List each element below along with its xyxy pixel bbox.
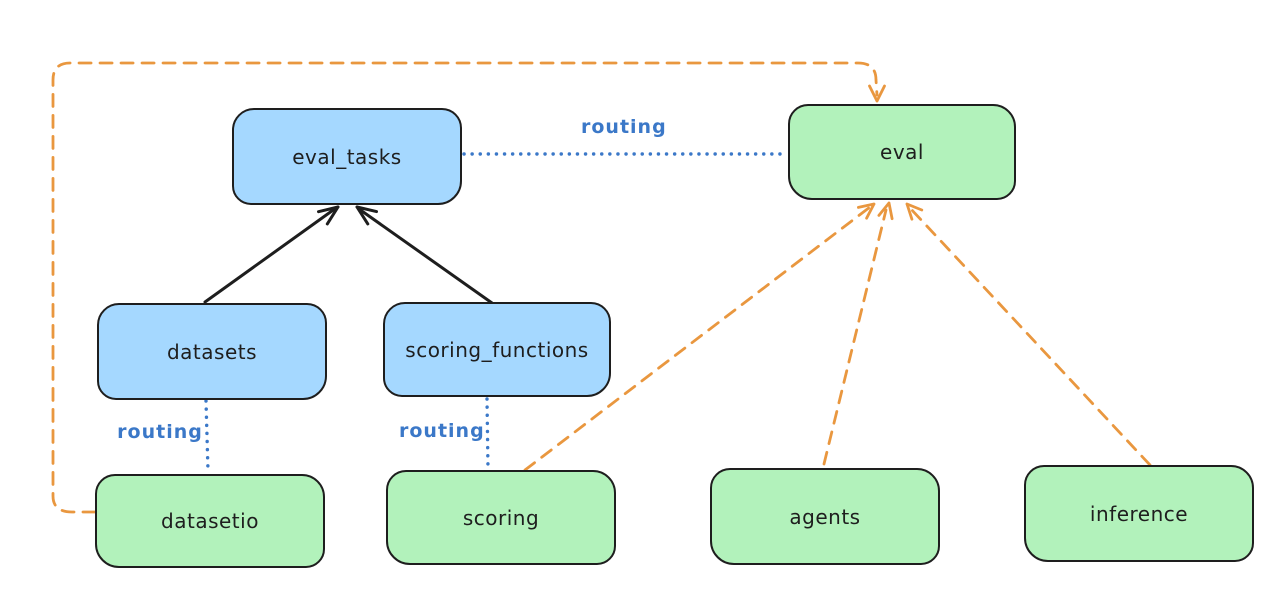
edge-line <box>908 206 1152 467</box>
node-label: scoring <box>462 505 540 530</box>
node-scoring: scoring <box>386 470 616 565</box>
edge-scoring-functions-to-scoring-routing <box>485 397 490 471</box>
edge-line <box>203 206 338 304</box>
edge-datasets-to-eval-tasks <box>203 205 340 304</box>
node-label: eval <box>880 140 924 164</box>
edge-datasets-to-datasetio-routing <box>204 399 210 473</box>
edge-scoring-functions-to-eval-tasks <box>355 205 494 305</box>
edge-inference-to-eval <box>905 202 1152 467</box>
node-inference: inference <box>1024 465 1254 562</box>
edge-line <box>51 61 879 514</box>
edge-scoring-to-eval <box>523 202 876 472</box>
edge-line <box>485 397 490 471</box>
node-eval: eval <box>788 104 1016 200</box>
node-label: datasetio <box>161 509 259 533</box>
arrowhead <box>355 205 378 226</box>
arrowhead <box>905 202 924 221</box>
node-agents: agents <box>710 468 940 565</box>
node-label: scoring_functions <box>405 337 589 362</box>
edge-datasetio-to-eval <box>51 61 886 514</box>
arrowhead <box>317 205 340 226</box>
edge-line <box>523 205 872 472</box>
edge-line <box>357 207 494 305</box>
node-label: datasets <box>166 339 258 364</box>
arrowhead <box>868 84 886 103</box>
node-datasetio: datasetio <box>95 474 325 568</box>
arrowhead <box>877 201 894 221</box>
edge-label-routing-top: routing <box>581 116 667 138</box>
node-label: eval_tasks <box>292 144 402 169</box>
arrowhead <box>857 202 876 220</box>
node-scoring-functions: scoring_functions <box>383 302 611 397</box>
node-eval-tasks: eval_tasks <box>232 108 462 205</box>
edge-agents-to-eval <box>822 201 894 466</box>
node-label: agents <box>789 504 861 529</box>
edge-label-routing-left: routing <box>117 421 203 443</box>
node-datasets: datasets <box>97 303 327 400</box>
edge-label-routing-middle: routing <box>399 420 485 442</box>
edge-line <box>822 208 888 466</box>
node-label: inference <box>1089 501 1189 526</box>
edge-line <box>204 399 210 473</box>
